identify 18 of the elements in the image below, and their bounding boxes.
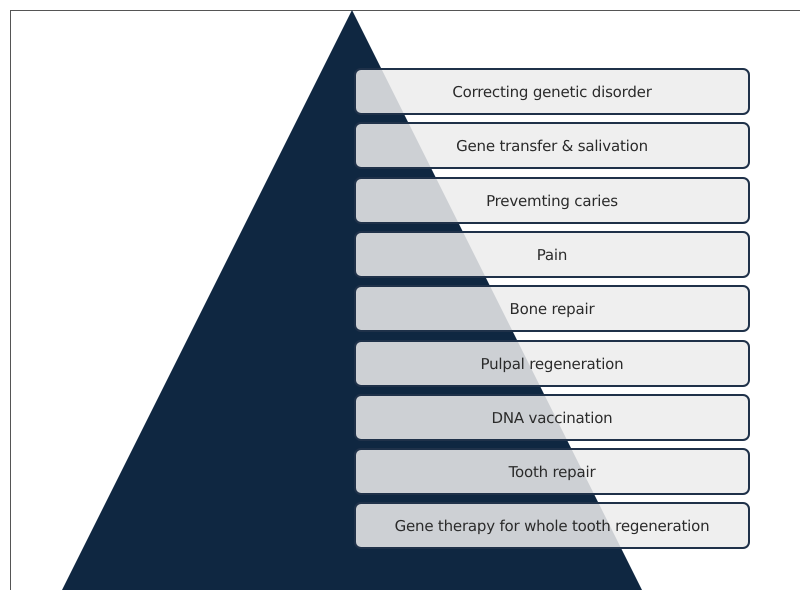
tier-box (354, 285, 750, 332)
tier-label: Bone repair (510, 300, 594, 318)
tier-box (354, 68, 750, 115)
tier-label: Gene therapy for whole tooth regeneration (394, 516, 710, 534)
tier-box (354, 340, 750, 387)
tier-label: DNA vaccination (492, 408, 612, 426)
tier-label: Pulpal regeneration (480, 354, 624, 372)
tier-box (354, 122, 750, 169)
tier-box (354, 394, 750, 441)
tier-box (354, 448, 750, 495)
tier-label: Pain (536, 246, 568, 264)
tier-box (354, 177, 750, 224)
tier-box (354, 231, 750, 278)
tier-label: Correcting genetic disorder (452, 82, 652, 100)
tier-label: Tooth repair (508, 462, 596, 480)
tier-label: Gene transfer & salivation (456, 136, 648, 154)
tier-label: Prevemting caries (486, 192, 618, 210)
tier-box (354, 502, 750, 549)
